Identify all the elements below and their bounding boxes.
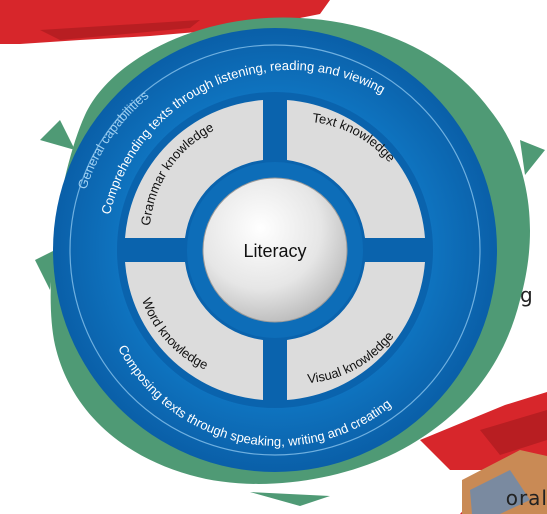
segment-text (287, 100, 425, 238)
literacy-center-label: Literacy (243, 241, 306, 261)
photo-fragment (462, 450, 547, 514)
center-circle (202, 177, 348, 323)
segment-visual (287, 262, 425, 400)
cropped-text-fragment: g (520, 283, 534, 307)
segment-grammar (125, 100, 263, 238)
cropped-text-fragment-oral: oral (505, 486, 547, 510)
knowledge-segments (125, 100, 425, 400)
segment-word (125, 262, 263, 400)
